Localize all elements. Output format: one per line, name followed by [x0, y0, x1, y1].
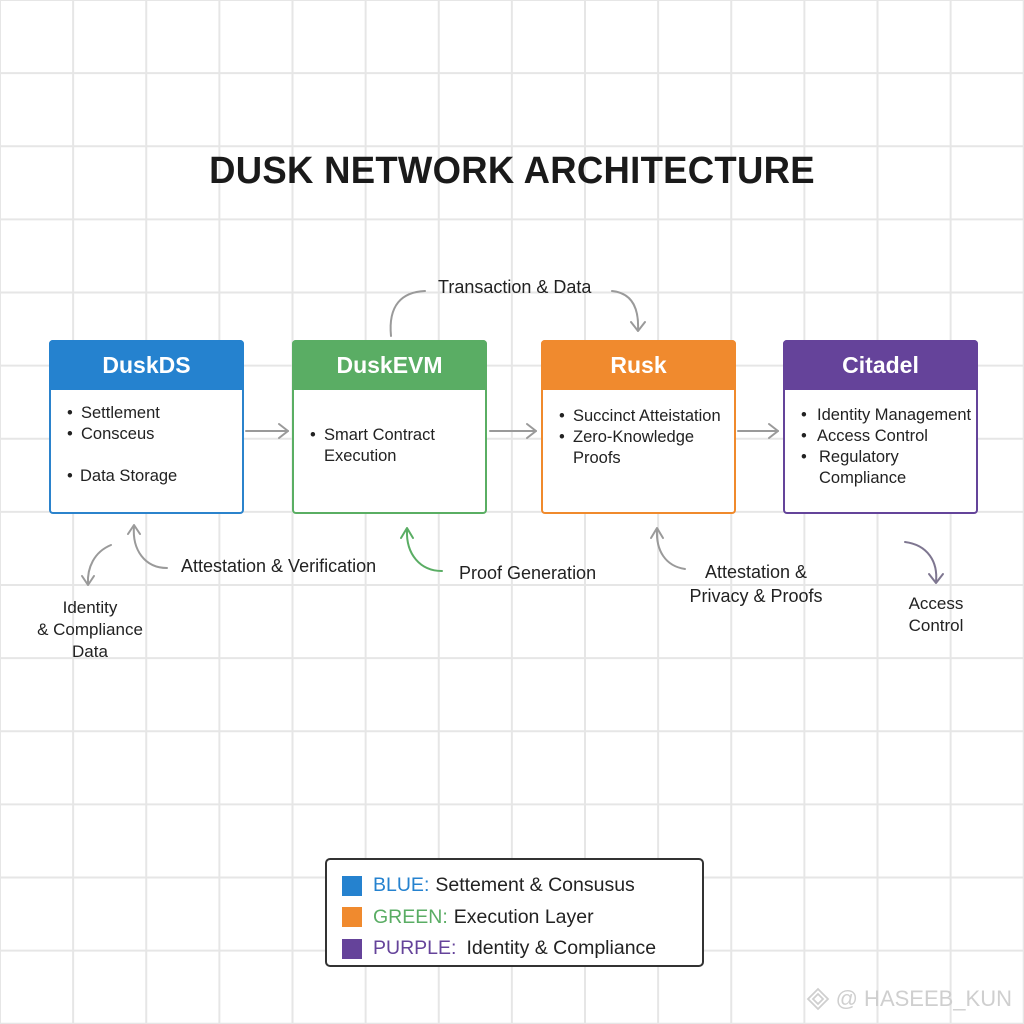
label-line: Identity	[62, 598, 118, 617]
label-line: Control	[908, 616, 964, 635]
component-item: Data Storage	[51, 466, 242, 487]
legend-swatch-green	[342, 907, 362, 928]
label-line: Privacy & Proofs	[689, 586, 823, 606]
label-line: Access	[908, 594, 964, 613]
component-duskevm: DuskEVM Smart Contract Execution	[292, 340, 487, 514]
component-header: Citadel	[783, 340, 978, 390]
label-attestation-verification: Attestation & Verification	[181, 556, 377, 576]
label-attestation-privacy: Attestation & Privacy & Proofs	[680, 560, 832, 608]
legend-key: GREEN:	[373, 905, 448, 928]
legend: BLUE: Settement & Consusus GREEN: Execut…	[325, 858, 704, 967]
legend-text: Execution Layer	[453, 905, 594, 928]
arrowhead-proof-generation	[400, 527, 414, 539]
arrowhead-attestation-privacy	[650, 527, 664, 539]
legend-swatch-purple	[342, 938, 362, 959]
curve-transaction-left	[389, 290, 426, 337]
watermark-text: @ HASEEB_KUN	[835, 986, 1012, 1011]
label-proof-generation: Proof Generation	[459, 563, 597, 583]
legend-row-green: GREEN: Execution Layer	[342, 902, 702, 934]
component-header: DuskEVM	[292, 340, 487, 390]
component-item: Settlement	[51, 403, 242, 424]
legend-text: Settement & Consusus	[435, 874, 635, 897]
curve-identity	[86, 544, 112, 585]
label-identity-compliance: Identity & Compliance Data	[30, 597, 150, 663]
arrow-rusk-to-citadel	[737, 423, 779, 439]
component-item: Smart Contract Execution	[294, 425, 454, 467]
legend-swatch-blue	[342, 875, 362, 896]
arrow-duskevm-to-rusk	[489, 423, 537, 439]
component-header: DuskDS	[49, 340, 244, 390]
label-line: Attestation &	[704, 562, 808, 582]
arrowhead-identity	[81, 575, 95, 586]
legend-row-purple: PURPLE: Identity & Compliance	[342, 933, 702, 965]
legend-text: Identity & Compliance	[466, 937, 657, 960]
label-transaction-data: Transaction & Data	[438, 277, 592, 297]
component-item: Succinct Atteistation	[543, 406, 734, 427]
curve-access-control	[904, 541, 938, 583]
curve-transaction-right	[611, 290, 640, 331]
arrow-duskds-to-duskevm	[245, 423, 289, 439]
component-item: Identity Management	[785, 405, 976, 426]
component-header: Rusk	[541, 340, 736, 390]
arrowhead-access-control	[928, 573, 944, 584]
label-access-control: Access Control	[896, 593, 976, 637]
legend-row-blue: BLUE: Settement & Consusus	[342, 870, 702, 902]
component-citadel: Citadel Identity Management Access Contr…	[783, 340, 978, 514]
component-duskds: DuskDS Settlement Consceus Data Storage	[49, 340, 244, 514]
component-rusk: Rusk Succinct Atteistation Zero-Knowledg…	[541, 340, 736, 514]
component-item: Consceus	[51, 424, 242, 445]
arrowhead-attestation-verification	[127, 524, 141, 535]
legend-key: BLUE:	[373, 874, 430, 897]
legend-key: PURPLE:	[373, 937, 457, 960]
component-item: Access Control	[785, 426, 976, 447]
component-item: Zero-Knowledge Proofs	[543, 427, 708, 469]
watermark: @ HASEEB_KUN	[806, 986, 1012, 1012]
label-line: & Compliance	[37, 620, 143, 639]
component-item: Regulatory Compliance	[785, 447, 929, 489]
arrowhead-transaction	[630, 321, 646, 332]
diamond-logo-icon	[806, 987, 829, 1011]
diagram-title: DUSK NETWORK ARCHITECTURE	[209, 150, 815, 192]
label-line: Data	[72, 642, 108, 661]
curve-attestation-verification	[132, 525, 168, 569]
curve-proof-generation	[405, 529, 443, 572]
